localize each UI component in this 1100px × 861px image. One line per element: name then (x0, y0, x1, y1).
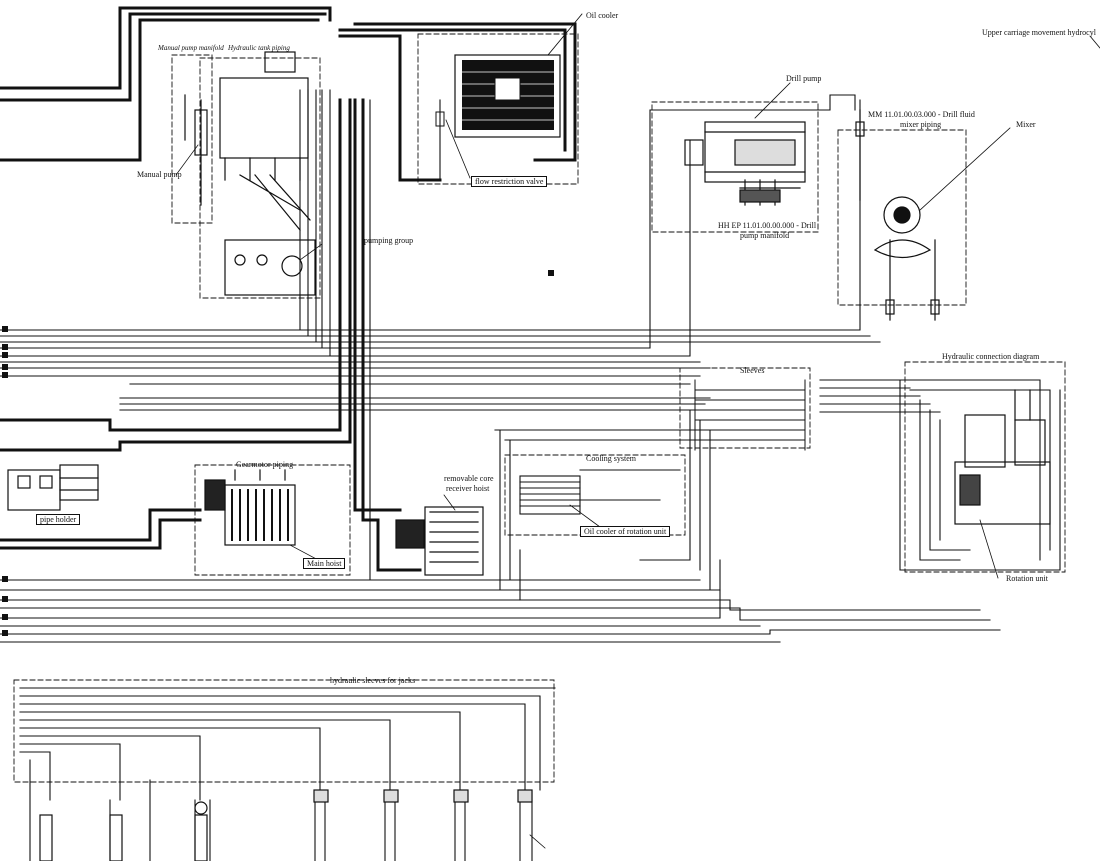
line-terminals (2, 270, 554, 636)
pipe-holder-block (7, 464, 99, 511)
sleeves-block (694, 379, 806, 451)
label-removable-core: removable core (444, 474, 494, 483)
jack-sleeve-lines (19, 687, 556, 861)
label-hydraulic-connection-diagram: Hydraulic connection diagram (942, 352, 1040, 361)
main-hydraulic-lines (0, 6, 577, 572)
label-oil-cooler: Oil cooler (586, 11, 619, 20)
label-gearmotor-piping: Gearmotor piping (236, 460, 294, 469)
label-mixer: Mixer (1016, 120, 1036, 129)
core-receiver-hoist (395, 506, 484, 576)
label-drill-fluid-mixer-code: MM 11.01.00.03.000 - Drill fluid (868, 110, 975, 119)
hydraulic-tank (219, 51, 316, 296)
oil-cooler (435, 54, 561, 181)
label-drill-pump: Drill pump (786, 74, 822, 83)
label-sleeves: Sleeves (740, 366, 765, 375)
label-drill-pump-manifold-code: HH EP 11.01.00.00.000 - Drill (718, 221, 817, 230)
label-rotation-unit: Rotation unit (1006, 574, 1048, 583)
label-pipe-holder: pipe holder (36, 514, 81, 525)
dashed-boxes (13, 33, 1066, 783)
label-hydraulic-tank-piping: Hydraulic tank piping (228, 44, 290, 52)
label-jack-sleeves: hydraulic sleeves for jacks (330, 676, 416, 685)
cooling-coil (519, 469, 681, 515)
leader-lines (175, 13, 1100, 849)
label-pumping-group: pumping group (364, 236, 414, 245)
label-manual-pump-manifold: Manual pump manifold (158, 44, 224, 52)
mixer (855, 109, 940, 321)
bundle-lines (0, 94, 1001, 643)
label-receiver-hoist: receiver hoist (446, 484, 490, 493)
main-hoist (204, 469, 296, 546)
label-manual-pump: Manual pump (137, 170, 182, 179)
label-oil-cooler-rotation-unit: Oil cooler of rotation unit (580, 526, 671, 537)
label-drill-pump-manifold-name: pump manifold (740, 231, 790, 240)
label-cooling-system: Cooling system (586, 454, 637, 463)
drill-pump (684, 121, 806, 206)
label-flow-restriction-valve: flow restriction valve (471, 176, 548, 187)
label-main-hoist: Main hoist (303, 558, 346, 569)
label-upper-carriage: Upper carriage movement hydrocyl (982, 28, 1096, 37)
jack-cylinders (39, 789, 533, 861)
label-drill-fluid-mixer-name: mixer piping (900, 120, 942, 129)
manual-pump (184, 94, 208, 206)
rotation-unit (954, 389, 1051, 525)
